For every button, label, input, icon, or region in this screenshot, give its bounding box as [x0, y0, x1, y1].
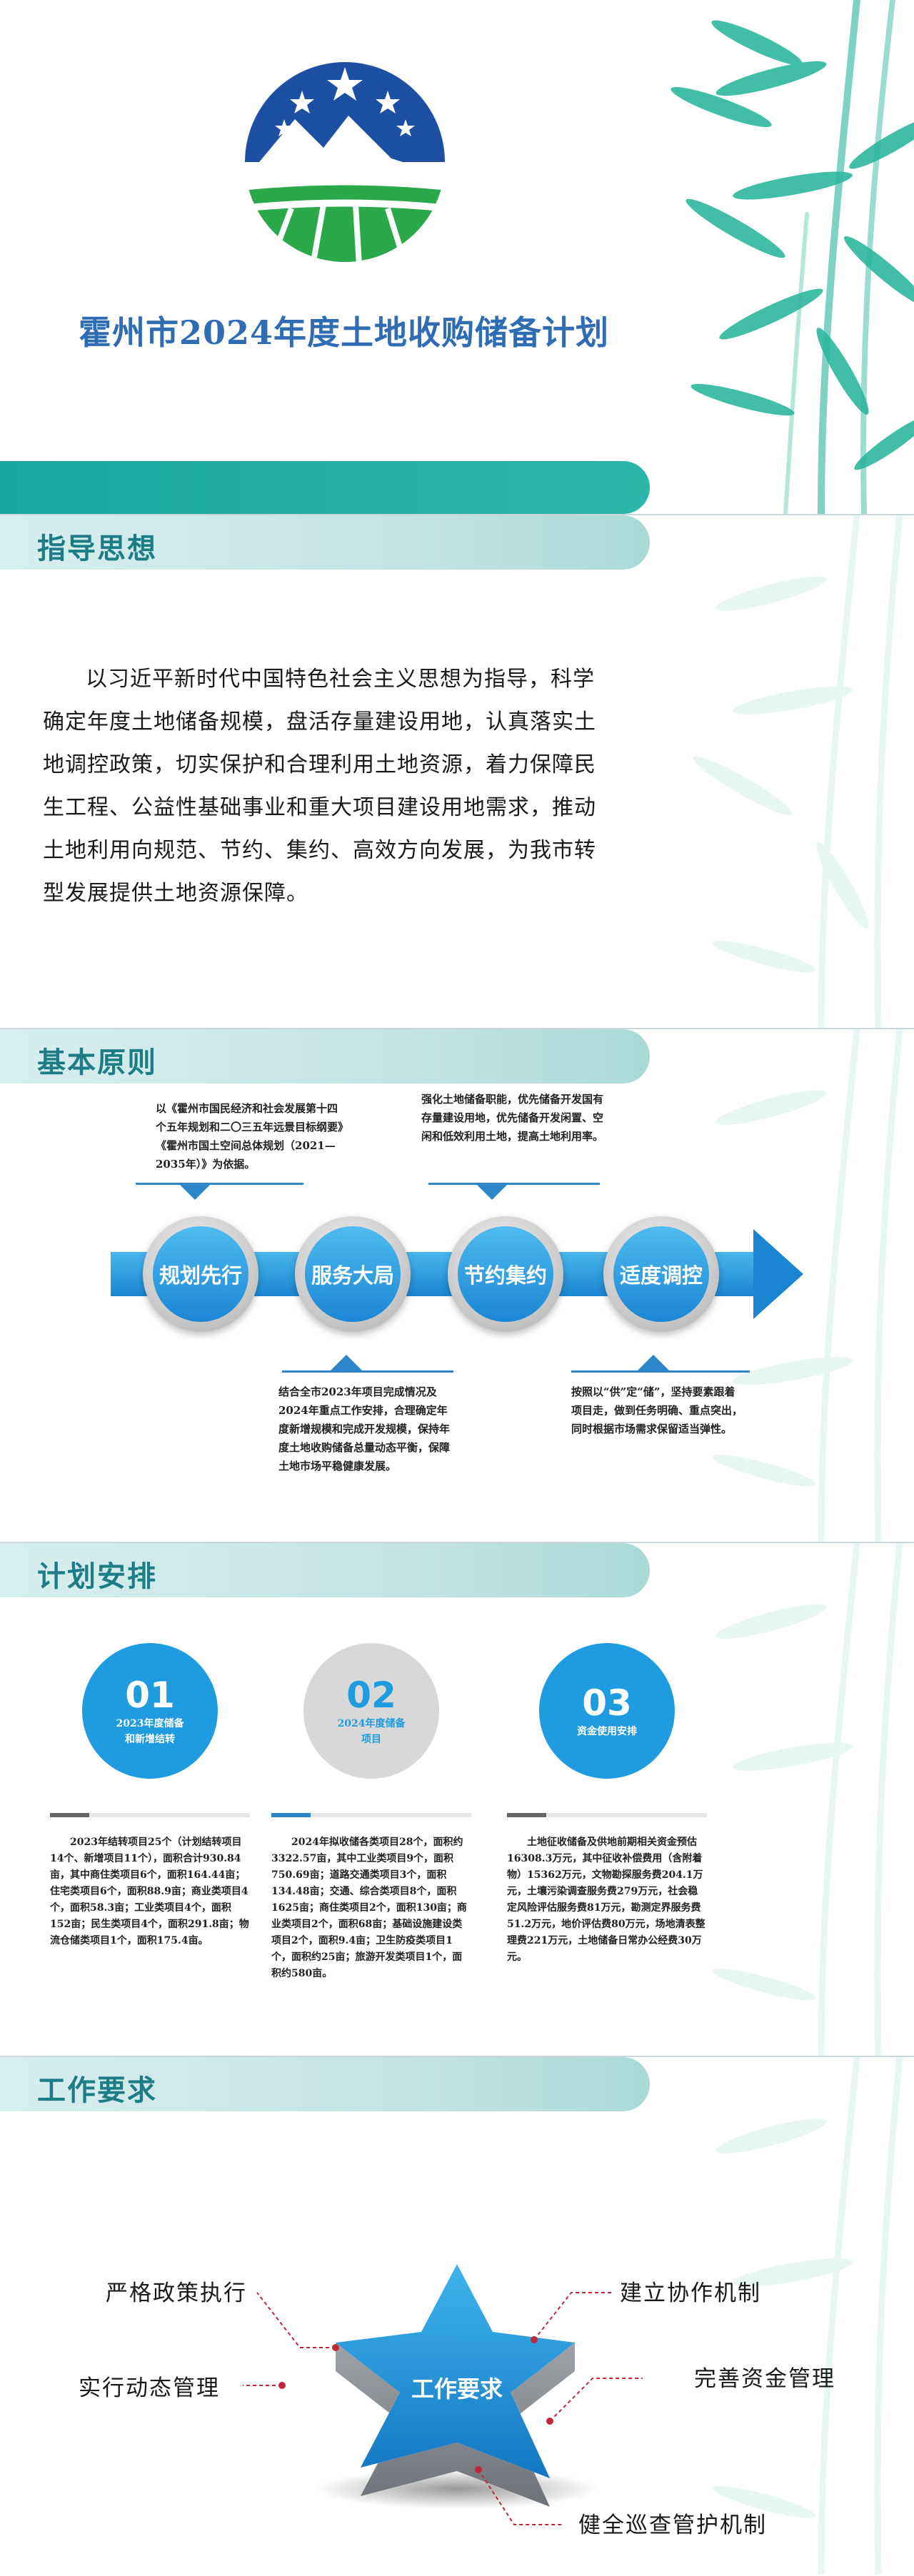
section-title: 工作要求: [37, 2074, 157, 2107]
principle-circle-2: 服务大局: [295, 1216, 411, 1332]
pointer-up-icon: [331, 1355, 362, 1370]
plan-circle: 01 2023年度储备 和新增结转: [82, 1643, 218, 1779]
star-top: [336, 2264, 575, 2478]
plan-number: 03: [582, 1682, 632, 1724]
principles-slide: 基本原则 以《霍州市国民经济和社会发展第十四个五年规划和二〇三五年远景目标纲要》…: [0, 1028, 914, 1542]
requirements-slide: 工作要求: [0, 2056, 914, 2574]
plan-subtitle: 资金使用安排: [577, 1726, 637, 1737]
principle-label: 适度调控: [613, 1226, 709, 1322]
requirement-item-1: 严格政策执行: [106, 2280, 247, 2306]
bamboo-decoration-icon: [693, 515, 903, 1028]
section-header-bar: 工作要求: [0, 2057, 650, 2111]
pointer-up-icon: [638, 1355, 669, 1370]
requirement-item-4: 完善资金管理: [694, 2366, 835, 2392]
pointer-down-icon: [179, 1184, 211, 1200]
section-header-bar: 指导思想: [0, 515, 650, 570]
plan-number: 02: [346, 1675, 396, 1716]
principle-circle-1: 规划先行: [143, 1216, 258, 1332]
principle-label: 规划先行: [153, 1226, 248, 1322]
star-side: [336, 2343, 575, 2507]
plan-divider: [507, 1813, 707, 1817]
logo-icon: [245, 62, 445, 262]
principle-label: 服务大局: [305, 1226, 401, 1322]
bamboo-decoration-icon: [671, 0, 914, 514]
requirement-item-5: 健全巡查管护机制: [578, 2512, 767, 2538]
plan-circle: 03 资金使用安排: [539, 1643, 675, 1779]
arrow-right-icon: [753, 1229, 803, 1319]
cover-accent-bar: [0, 461, 650, 514]
plan-circle: 02 2024年度储备 项目: [303, 1643, 439, 1779]
pointer-down-icon: [476, 1184, 508, 1200]
star-shadow: [314, 2469, 600, 2509]
plan-text: 土地征收储备及供地前期相关资金预估16308.3万元，其中征收补偿费用（含附着物…: [507, 1837, 705, 1963]
bamboo-decoration-icon: [712, 1543, 903, 2056]
plan-text: 2023年结转项目25个（计划结转项目14个、新增项目11个），面积合计930.…: [50, 1837, 249, 1946]
cover-title: 霍州市2024年度土地收购储备计划: [79, 313, 610, 352]
guiding-thought-slide: 指导思想 以习近平新时代中国特色社会主义思想为指导，科学确定年度土地储备规模，盘…: [0, 514, 914, 1028]
principle-label: 节约集约: [458, 1226, 553, 1322]
star-diagram: [243, 2264, 643, 2525]
plan-divider: [271, 1813, 471, 1817]
principle-note-2: 结合全市2023年项目完成情况及2024年重点工作安排，合理确定年度新增规模和完…: [278, 1385, 451, 1473]
principle-circle-4: 适度调控: [603, 1216, 719, 1332]
principle-circle-3: 节约集约: [448, 1216, 563, 1332]
plan-subtitle: 2023年度储备 和新增结转: [116, 1718, 184, 1745]
section-title: 计划安排: [37, 1560, 157, 1593]
principle-note-1: 以《霍州市国民经济和社会发展第十四个五年规划和二〇三五年远景目标纲要》《霍州市国…: [156, 1102, 343, 1171]
plan-text: 2024年拟收储各类项目28个，面积约3322.57亩，其中工业类项目9个，面积…: [271, 1837, 467, 1979]
principle-note-3: 强化土地储备职能，优先储备开发国有存量建设用地，优先储备开发闲置、空闲和低效利用…: [421, 1093, 604, 1143]
section-title: 基本原则: [37, 1046, 157, 1079]
requirement-item-2: 建立协作机制: [620, 2280, 761, 2306]
plan-subtitle: 2024年度储备 项目: [337, 1718, 406, 1745]
connector-line: [136, 1183, 303, 1185]
connector-line: [571, 1370, 750, 1373]
connector-line: [428, 1183, 600, 1185]
cover-slide: 霍州市2024年度土地收购储备计划: [0, 0, 914, 514]
guiding-thought-text: 以习近平新时代中国特色社会主义思想为指导，科学确定年度土地储备规模，盘活存量建设…: [43, 667, 596, 906]
connector-line: [282, 1370, 453, 1373]
plan-number: 01: [125, 1675, 175, 1716]
plan-slide: 计划安排 01 2023年度储备 和新增结转 2023年结转项目25个（计划结转…: [0, 1542, 914, 2056]
section-header-bar: 基本原则: [0, 1029, 650, 1084]
requirement-item-3: 实行动态管理: [79, 2375, 220, 2401]
section-title: 指导思想: [37, 532, 157, 565]
plan-divider: [50, 1813, 250, 1817]
star-center-label: 工作要求: [411, 2375, 503, 2403]
section-header-bar: 计划安排: [0, 1543, 650, 1597]
principle-note-4: 按照以“供”定“储”，坚持要素跟着项目走，做到任务明确、重点突出，同时根据市场需…: [571, 1385, 743, 1435]
